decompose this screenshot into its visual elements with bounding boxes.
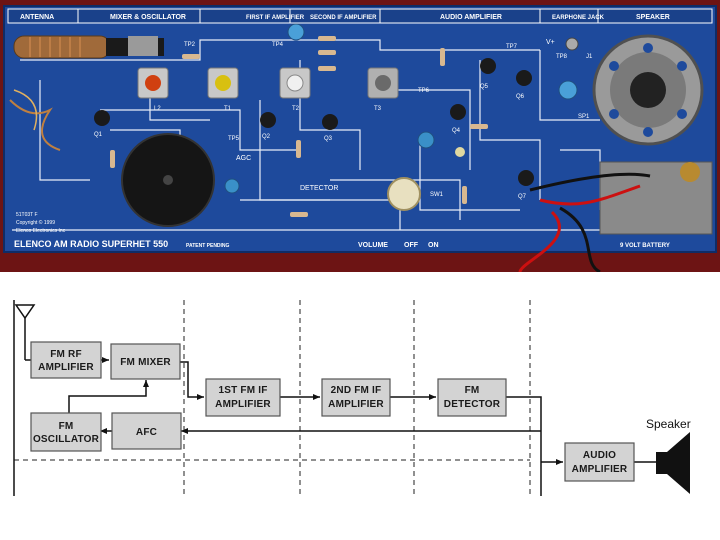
silk-label: Q1 [94, 132, 103, 138]
part-number: 51T03T F [16, 212, 38, 218]
label-agc: AGC [236, 155, 251, 162]
label-second-if: SECOND IF AMPLIFIER [310, 15, 377, 21]
speaker-photo [592, 34, 704, 146]
block-label: FM RF [50, 349, 82, 360]
block-label: AMPLIFIER [38, 362, 94, 373]
silk-label: Q5 [480, 84, 489, 90]
block-label: FM [465, 385, 480, 396]
label-mixer-oscillator: MIXER & OSCILLATOR [110, 14, 186, 21]
circuit-board-photo: ANTENNA MIXER & OSCILLATOR FIRST IF AMPL… [0, 0, 720, 272]
silk-label: TP5 [228, 136, 240, 142]
label-volume: VOLUME [358, 242, 388, 249]
label-detector: DETECTOR [300, 185, 338, 192]
stage-dividers [14, 300, 531, 496]
block-label: AMPLIFIER [572, 464, 628, 475]
label-off: OFF [404, 242, 419, 249]
silk-label: T1 [224, 106, 232, 112]
block-audio-amplifier: AUDIO AMPLIFIER [564, 442, 635, 482]
speaker-icon [656, 432, 690, 494]
block-label: AMPLIFIER [328, 399, 384, 410]
block-label: AFC [136, 427, 157, 438]
silk-label: TP7 [506, 44, 518, 50]
label-on: ON [428, 242, 439, 249]
block-afc: AFC [111, 412, 182, 450]
earphone-jack [565, 37, 579, 51]
signal-lines [13, 300, 656, 496]
brand-line: ELENCO AM RADIO SUPERHET 550 [14, 239, 168, 249]
patent-pending: PATENT PENDING [186, 243, 230, 249]
silk-label: SP1 [578, 114, 590, 120]
block-fm-mixer: FM MIXER [110, 343, 181, 380]
speaker-label: Speaker [646, 417, 691, 431]
silk-label: Q4 [452, 128, 461, 134]
block-label: AMPLIFIER [215, 399, 271, 410]
company-name: Elenco Electronics Inc [16, 228, 66, 234]
block-label: FM [59, 421, 74, 432]
silk-label: L2 [154, 106, 161, 112]
silk-label: J1 [586, 54, 593, 60]
silk-label: SW1 [430, 192, 444, 198]
silk-label: T2 [292, 106, 300, 112]
silk-label: Q6 [516, 94, 525, 100]
silk-label: TP8 [556, 54, 568, 60]
silk-label: Q3 [324, 136, 333, 142]
silk-label: T3 [374, 106, 382, 112]
capacitors [224, 23, 578, 194]
label-earphone-jack: EARPHONE JACK [552, 15, 605, 21]
transistors [94, 58, 534, 186]
label-vplus: V+ [546, 39, 555, 46]
if-transformers [137, 67, 399, 99]
silk-label: TP2 [184, 42, 196, 48]
label-audio-amplifier: AUDIO AMPLIFIER [440, 14, 502, 21]
label-first-if: FIRST IF AMPLIFIER [246, 15, 305, 21]
silk-label: TP6 [418, 88, 430, 94]
label-antenna: ANTENNA [20, 14, 54, 21]
block-label: 1ST FM IF [218, 385, 267, 396]
label-battery: 9 VOLT BATTERY [620, 243, 670, 249]
block-label: 2ND FM IF [331, 385, 382, 396]
volume-knob [387, 177, 421, 211]
copyright: Copyright © 1999 [16, 219, 55, 226]
antenna-symbol [14, 304, 36, 360]
block-1st-fm-if-amplifier: 1ST FM IF AMPLIFIER [205, 378, 281, 417]
block-label: AUDIO [583, 450, 616, 461]
block-fm-detector: FM DETECTOR [437, 378, 507, 417]
block-fm-rf-amplifier: FM RF AMPLIFIER [30, 341, 102, 379]
block-label: FM MIXER [120, 357, 171, 368]
silk-label: TP4 [272, 42, 284, 48]
ferrite-antenna [13, 35, 111, 59]
block-label: OSCILLATOR [33, 434, 100, 445]
block-label: DETECTOR [444, 399, 501, 410]
fm-block-diagram: FM RF AMPLIFIER FM MIXER FM OSCILLATOR A… [13, 300, 691, 496]
silk-label: Q2 [262, 134, 271, 140]
silk-label: Q7 [518, 194, 527, 200]
resistors [110, 36, 488, 217]
block-fm-oscillator: FM OSCILLATOR [30, 412, 102, 452]
block-2nd-fm-if-amplifier: 2ND FM IF AMPLIFIER [321, 378, 391, 417]
label-speaker: SPEAKER [636, 14, 670, 21]
